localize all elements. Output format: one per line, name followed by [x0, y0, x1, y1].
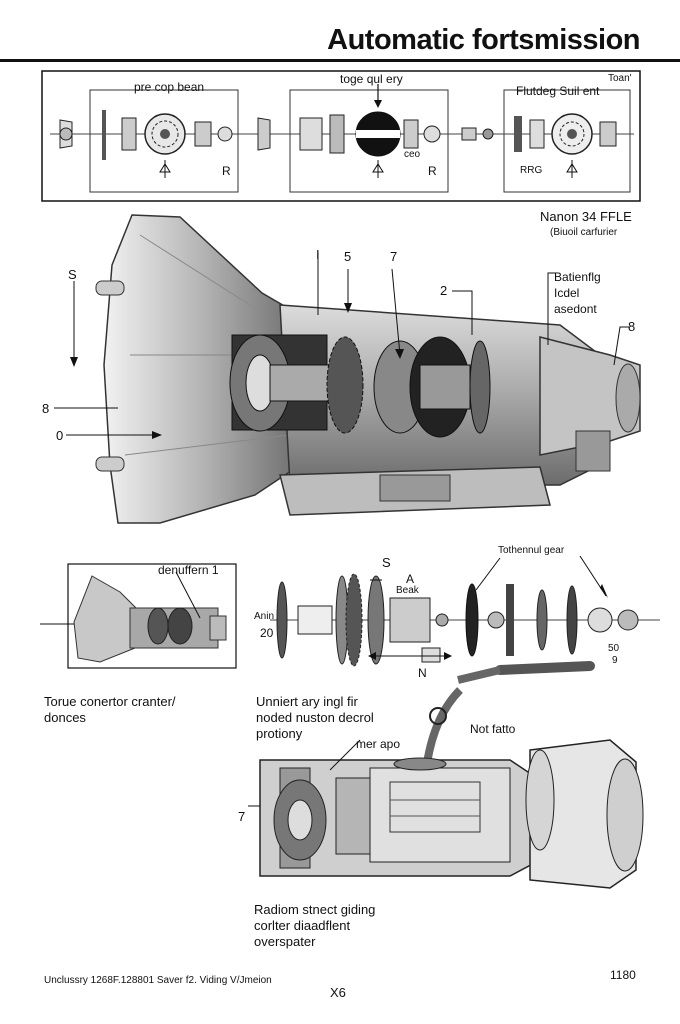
small-center-label: ceo — [404, 149, 421, 160]
title-divider — [0, 59, 680, 62]
exploded-overview-panel — [41, 70, 641, 202]
r-label-left: R — [222, 164, 231, 178]
caption-line: noded nuston decrol — [256, 710, 374, 725]
a-label: A — [406, 572, 415, 586]
not-label: Not fatto — [470, 722, 516, 736]
callout-8-right: 8 — [628, 319, 636, 334]
callout-right-line2: Icdel — [554, 286, 580, 300]
caption-line: donces — [44, 710, 86, 725]
pump-assembly-illustration — [248, 661, 644, 889]
inset-box-label: denuffern 1 — [158, 563, 219, 577]
exploded-s-label: S — [382, 555, 391, 570]
callout-7: 7 — [390, 249, 398, 264]
gear-label: Tothennul gear — [498, 545, 565, 556]
callout-right-line3: asedont — [554, 302, 597, 316]
callout-0: 0 — [56, 428, 64, 443]
caption-line: corlter diaadflent — [254, 918, 351, 933]
anin-label: Anin — [254, 611, 275, 622]
num-20: 20 — [260, 626, 274, 640]
radiom-caption: Radiom stnect giding corlter diaadflent … — [254, 902, 375, 950]
callout-right-line1: Batienflg — [554, 270, 601, 284]
caption-line: protiony — [256, 726, 303, 741]
top-right-sub-label: Flutdeg Suil ent — [516, 84, 600, 98]
callout-2: 2 — [440, 283, 448, 298]
transmission-main-illustration — [54, 214, 641, 524]
small-right-label: RRG — [520, 165, 543, 176]
model-subtitle: (Biuoil carfurier — [550, 227, 618, 238]
caption-line: Torue conertor cranter/ — [44, 694, 176, 709]
callout-s-left: S — [68, 267, 77, 282]
top-left-label: pre cop bean — [134, 80, 205, 94]
callout-1: I — [316, 247, 320, 262]
lower-exploded-view — [270, 555, 660, 667]
caption-line: Unniert ary ingl fir — [256, 694, 358, 709]
unit-caption: Unniert ary ingl fir noded nuston decrol… — [256, 694, 374, 742]
num-7-bottom: 7 — [238, 809, 246, 824]
callout-5: 5 — [344, 249, 352, 264]
model-title: Nanon 34 FFLE — [540, 209, 632, 224]
caption-line: Radiom stnect giding — [254, 902, 376, 917]
mer-label: mer apo — [356, 737, 401, 751]
top-right-corner-label: Toan' — [608, 73, 632, 84]
r-label-center: R — [428, 164, 437, 178]
callout-8-left: 8 — [42, 401, 50, 416]
n-label: N — [418, 666, 427, 680]
a-sub-label: Beak — [396, 585, 419, 596]
torque-converter-caption: Torue conertor cranter/ donces — [44, 694, 176, 726]
torque-converter-inset — [40, 563, 237, 669]
page-title: Automatic fortsmission — [327, 24, 640, 56]
caption-line: overspater — [254, 934, 316, 949]
num-9: 9 — [612, 655, 618, 666]
footer-left-text: Unclussry 1268F.128801 Saver f2. Viding … — [44, 975, 272, 986]
footer-page-number: X6 — [330, 985, 346, 1000]
top-center-label: toge qul ery — [340, 72, 403, 86]
num-50: 50 — [608, 643, 620, 654]
footer-right-number: 1180 — [610, 968, 636, 982]
